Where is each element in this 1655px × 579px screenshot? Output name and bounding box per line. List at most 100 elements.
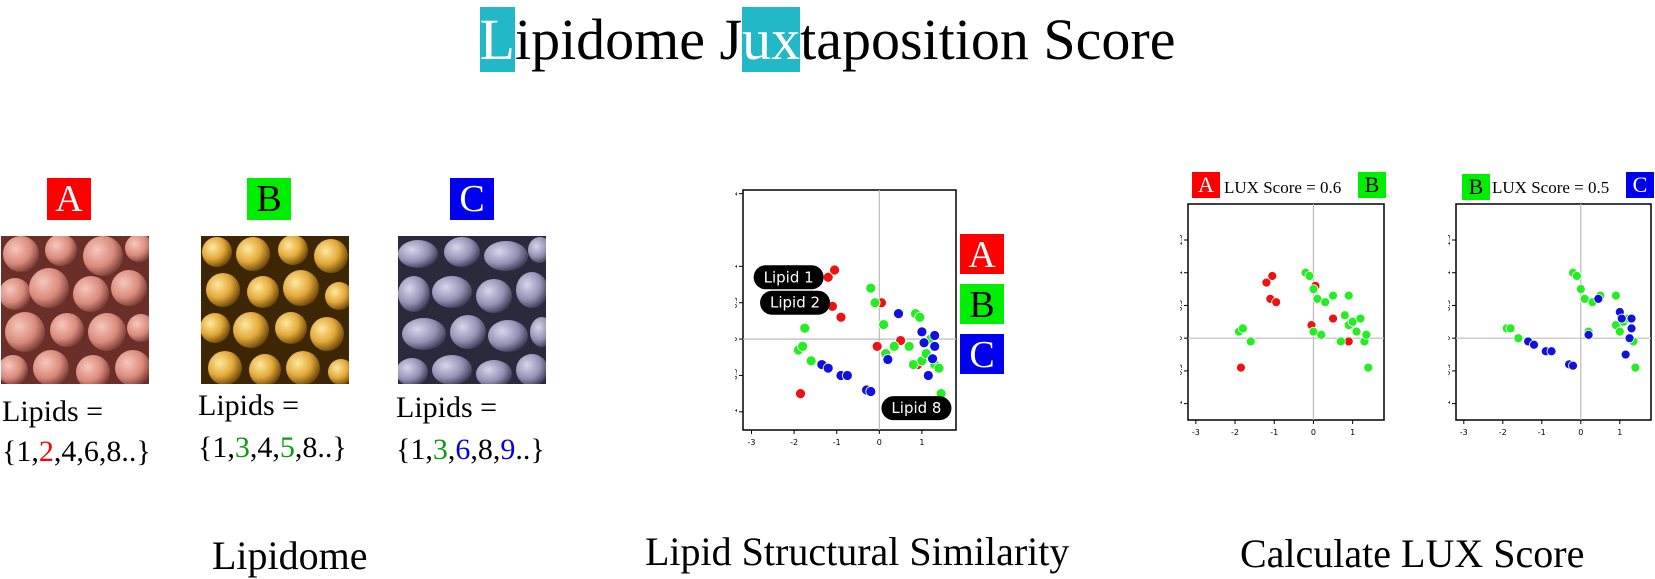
x-tick-label: 0 xyxy=(877,438,882,447)
lipid-set-part: ,8..} xyxy=(294,431,347,464)
lux-scatter-plot-bc: -3-2-101-1-0.500.511.5 xyxy=(1448,203,1652,437)
plot-frame xyxy=(1455,203,1652,421)
title-part-1: ipidome J xyxy=(514,7,743,72)
lux-scatter-plot-ab: -3-2-101-1-0.500.511.5 xyxy=(1180,203,1385,437)
scatter-point-green xyxy=(1363,362,1374,373)
lipid-tag-pill xyxy=(760,290,831,315)
plot-frame xyxy=(1187,203,1385,421)
scatter-point-blue xyxy=(882,354,894,365)
lipid-set-part: 3 xyxy=(432,433,448,466)
lux-pair-2-right: C xyxy=(1626,172,1654,198)
scatter-point-green xyxy=(1308,284,1319,294)
organism-b-label: B xyxy=(247,178,291,220)
title-highlight-l: L xyxy=(479,7,515,72)
lux-pair-2-score: LUX Score = 0.5 xyxy=(1492,178,1610,197)
organism-c-label: C xyxy=(450,178,494,220)
scatter-point-blue xyxy=(929,330,941,341)
lipid-tag-label: Lipid 8 xyxy=(891,399,941,417)
y-tick-label: 1 xyxy=(735,264,739,268)
scatter-point-green xyxy=(1513,333,1524,344)
scatter-point-blue xyxy=(822,362,834,374)
x-tick-label: 1 xyxy=(1617,428,1622,437)
lipid-set-part: ,4, xyxy=(249,431,280,464)
scatter-point-green xyxy=(888,340,900,352)
scatter-point-red xyxy=(871,340,883,352)
x-tick-label: -2 xyxy=(1231,428,1239,437)
lipids-label-c: Lipids = xyxy=(396,391,498,424)
y-tick-label: -1 xyxy=(1180,400,1184,407)
y-tick-label: 1.5 xyxy=(1448,234,1452,245)
lipid-set-part: 5 xyxy=(279,431,295,464)
lipid-set-part: {1, xyxy=(2,435,39,468)
scatter-point-green xyxy=(1614,326,1625,337)
y-tick-label: 1.5 xyxy=(1180,234,1184,245)
scatter-point-blue xyxy=(1626,313,1637,324)
section-lux-score: Calculate LUX Score xyxy=(1240,531,1585,576)
scatter-point-green xyxy=(1355,313,1366,324)
scatter-point-green xyxy=(933,362,945,374)
lipid-set-part: 9 xyxy=(500,433,516,466)
y-tick-label: -0.5 xyxy=(735,369,739,383)
y-tick-label: 0 xyxy=(735,337,739,341)
y-tick-label: 0.5 xyxy=(1180,300,1184,311)
scatter-point-green xyxy=(1351,326,1362,337)
lipid-set-part: 6 xyxy=(455,433,471,466)
lipid-tag-label: Lipid 2 xyxy=(770,294,820,312)
x-tick-label: -1 xyxy=(1538,428,1546,437)
scatter-point-blue xyxy=(1546,346,1557,357)
cell-image-c xyxy=(396,236,554,388)
scatter-point-blue xyxy=(927,353,938,365)
scatter-point-blue xyxy=(841,370,853,381)
scatter-point-green xyxy=(878,319,889,330)
scatter-point-green xyxy=(1571,271,1582,281)
legend-a: A xyxy=(960,234,1004,276)
lipid-set-part: , xyxy=(447,433,456,466)
scatter-point-green xyxy=(1237,323,1248,334)
section-lipidome: Lipidome xyxy=(212,533,368,578)
lipid-tag-pill xyxy=(881,396,952,421)
lipids-label-a: Lipids = xyxy=(2,395,104,428)
scatter-point-green xyxy=(1361,330,1372,340)
lipid-set-part: {1, xyxy=(396,433,433,466)
scatter-point-blue xyxy=(1620,349,1631,360)
section-structural-similarity: Lipid Structural Similarity xyxy=(645,529,1070,574)
scatter-point-blue xyxy=(893,308,904,320)
title-highlight-ux: ux xyxy=(742,7,801,72)
scatter-point-green xyxy=(805,355,817,367)
scatter-point-blue xyxy=(916,326,928,338)
plot-frame xyxy=(742,189,957,431)
scatter-point-red xyxy=(795,388,806,400)
scatter-point-blue xyxy=(918,337,930,349)
y-tick-label: 0.5 xyxy=(735,297,739,308)
scatter-point-red xyxy=(1261,277,1272,288)
scatter-point-blue xyxy=(1593,294,1604,304)
scatter-point-green xyxy=(1320,297,1331,308)
y-tick-label: -1 xyxy=(735,408,739,415)
scatter-point-green xyxy=(799,322,811,334)
scatter-point-blue xyxy=(865,386,877,397)
scatter-point-blue xyxy=(929,340,941,352)
lipid-set-part: 3 xyxy=(234,431,250,464)
scatter-point-blue xyxy=(1568,360,1578,371)
scatter-point-green xyxy=(914,311,926,323)
scatter-point-red xyxy=(829,264,840,276)
y-tick-label: 1 xyxy=(1180,270,1184,274)
scatter-point-blue xyxy=(1616,313,1627,324)
x-tick-label: -1 xyxy=(1270,428,1278,437)
cell-image-a xyxy=(0,234,155,389)
scatter-point-blue xyxy=(922,370,934,381)
lipids-label-b: Lipids = xyxy=(198,389,300,422)
lux-pair-2-left: B xyxy=(1462,174,1490,200)
y-tick-label: -1 xyxy=(1448,400,1452,407)
lipid-set-part: ..} xyxy=(515,433,545,466)
organism-a-label: A xyxy=(47,178,91,220)
y-tick-label: 1 xyxy=(1448,270,1452,274)
scatter-point-red xyxy=(1271,297,1282,308)
scatter-point-green xyxy=(865,282,877,294)
lipid-set-b: {1,3,4,5,8..} xyxy=(198,428,347,468)
lux-pair-1-left: A xyxy=(1192,172,1220,198)
lipid-set-part: 2 xyxy=(38,435,54,468)
lux-pair-1-score: LUX Score = 0.6 xyxy=(1224,178,1342,197)
scatter-point-red xyxy=(1267,271,1278,281)
